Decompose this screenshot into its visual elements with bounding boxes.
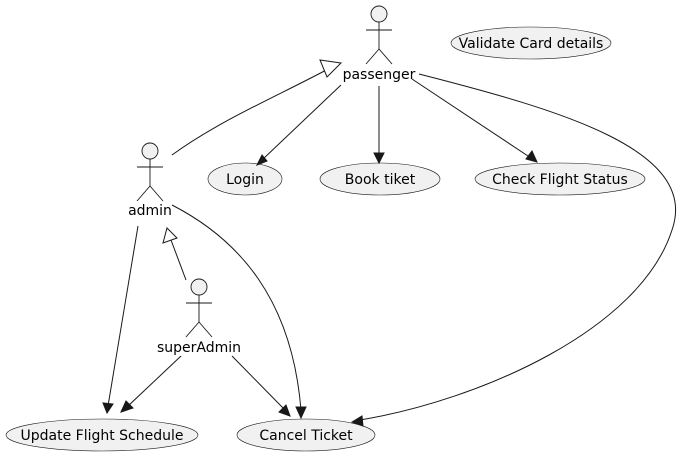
usecase-label: Validate Card details	[459, 36, 604, 52]
association-superadmin-update-flight-schedule	[120, 355, 182, 413]
usecase-label: Check Flight Status	[492, 172, 628, 188]
usecase-label: Login	[226, 172, 264, 188]
usecase-ellipse	[474, 162, 646, 196]
association-passenger-check-flight-status	[411, 78, 538, 163]
usecase-label: Update Flight Schedule	[20, 428, 183, 444]
association-passenger-cancel-ticket	[350, 73, 677, 427]
usecase-ellipse	[5, 418, 199, 452]
usecase-ellipse	[450, 26, 612, 60]
generalization-superadmin-to-admin	[162, 227, 187, 281]
generalization-admin-to-passenger	[171, 59, 343, 156]
actor-label: superAdmin	[157, 340, 241, 356]
association-passenger-login	[255, 84, 342, 166]
actor-stick-figure-icon	[136, 142, 164, 202]
actor-stick-figure-icon	[185, 278, 213, 338]
actor-label: passenger	[343, 67, 416, 83]
usecase-ellipse	[236, 418, 376, 452]
actor-superadmin: superAdmin	[157, 278, 241, 356]
usecase-label: Book tiket	[345, 172, 416, 188]
actor-admin: admin	[128, 142, 172, 219]
usecase-check-flight-status: Check Flight Status	[474, 162, 646, 196]
usecase-label: Cancel Ticket	[259, 428, 353, 444]
usecase-cancel-ticket: Cancel Ticket	[236, 418, 376, 452]
actor-passenger: passenger	[343, 5, 416, 83]
association-superadmin-cancel-ticket	[231, 355, 291, 417]
usecase-login: Login	[207, 162, 283, 196]
actor-label: admin	[128, 203, 172, 219]
association-admin-update-flight-schedule	[102, 225, 139, 415]
usecase-ellipse	[319, 162, 441, 196]
usecase-ellipse	[207, 162, 283, 196]
actor-stick-figure-icon	[365, 5, 393, 65]
usecase-update-flight-schedule: Update Flight Schedule	[5, 418, 199, 452]
usecase-book-tiket: Book tiket	[319, 162, 441, 196]
usecase-validate-card-details: Validate Card details	[450, 26, 612, 60]
association-admin-cancel-ticket	[171, 204, 307, 420]
association-passenger-book-tiket	[373, 86, 385, 165]
